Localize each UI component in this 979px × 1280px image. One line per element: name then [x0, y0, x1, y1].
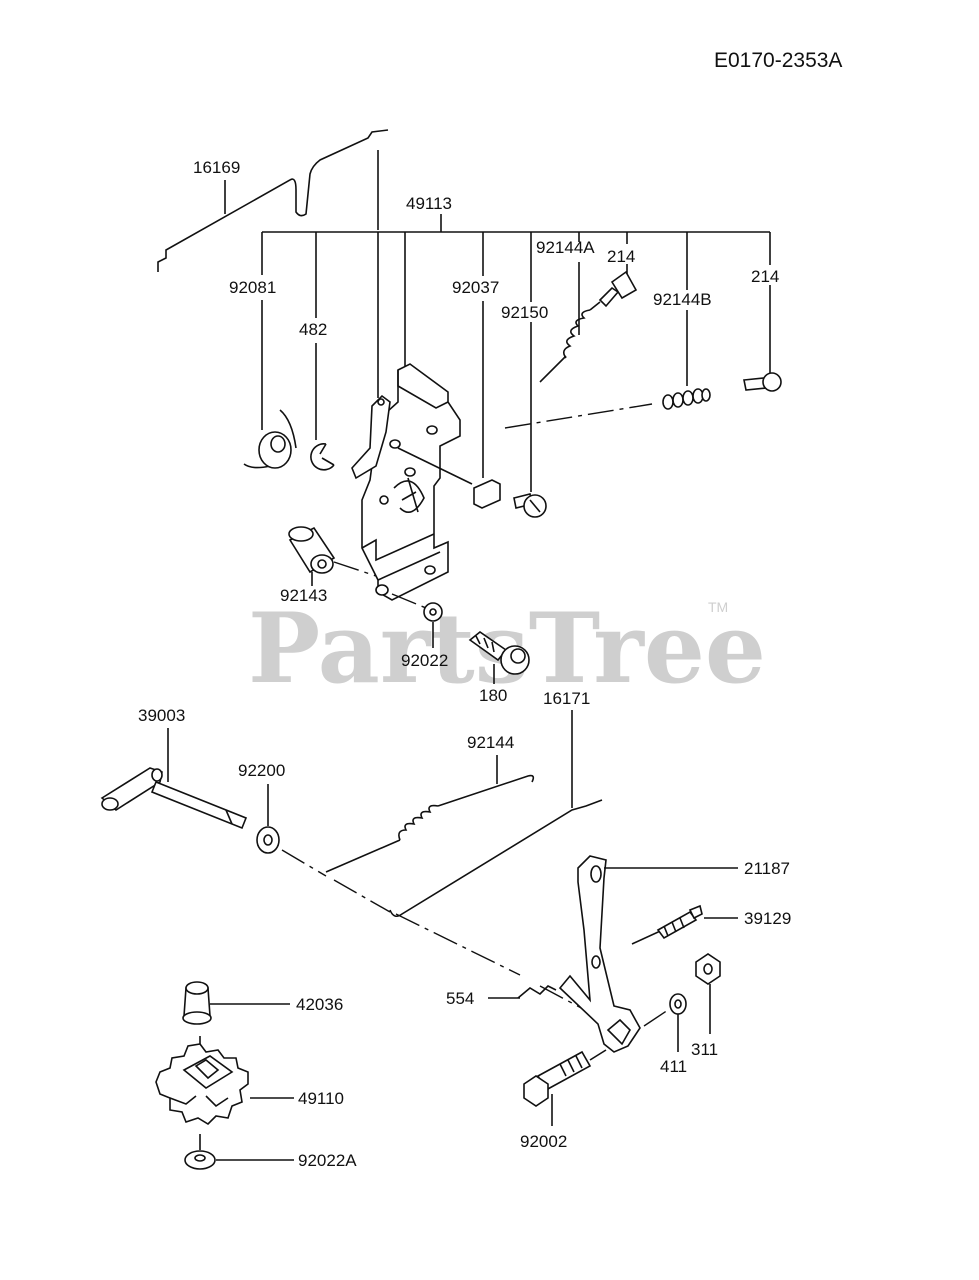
label-482: 482: [299, 320, 327, 339]
label-49113: 49113: [406, 194, 452, 213]
label-16171: 16171: [543, 689, 590, 708]
shaft-39003: [100, 767, 248, 830]
watermark-trademark: TM: [708, 599, 728, 615]
label-39003: 39003: [138, 706, 185, 725]
label-39129: 39129: [744, 909, 791, 928]
screw-214-right: [743, 372, 782, 392]
axis-lower-1: [281, 849, 327, 877]
washer-92022: [391, 593, 443, 622]
label-16169: 16169: [193, 158, 240, 177]
label-92081: 92081: [229, 278, 276, 297]
clip-482: [310, 443, 335, 471]
label-311: 311: [691, 1040, 718, 1059]
label-21187: 21187: [744, 859, 790, 878]
nut-311: [695, 953, 721, 985]
label-411: 411: [660, 1057, 687, 1076]
screw-214-top: [598, 270, 638, 308]
label-92022: 92022: [401, 651, 448, 670]
label-214b: 214: [751, 267, 779, 286]
label-180: 180: [479, 686, 507, 705]
bushing-92143: [288, 526, 377, 577]
spring-92144A: [539, 301, 601, 383]
spring-92144: [325, 774, 535, 873]
bolt-92002: [523, 1049, 607, 1107]
label-92150: 92150: [501, 303, 548, 322]
label-92143: 92143: [280, 586, 327, 605]
bolt-180: [468, 631, 530, 675]
bolt-92150: [513, 493, 547, 518]
washer-92022A: [184, 1134, 216, 1170]
washer-92200: [256, 826, 280, 854]
control-bracket: [351, 363, 473, 601]
gear-49110: [155, 1036, 249, 1126]
label-49110: 49110: [298, 1089, 344, 1108]
cap-42036: [182, 981, 212, 1025]
label-92200: 92200: [238, 761, 285, 780]
label-92037: 92037: [452, 278, 499, 297]
lever-21187: [558, 855, 641, 1053]
link-554: [517, 985, 557, 999]
label-42036: 42036: [296, 995, 343, 1014]
label-92144: 92144: [467, 733, 514, 752]
axis-lower-2: [333, 879, 521, 976]
label-92144B: 92144B: [653, 290, 712, 309]
rod-16169: [157, 129, 389, 272]
collar-92081: [243, 409, 297, 469]
plate-92037: [473, 479, 501, 509]
pin-39129: [631, 904, 703, 945]
label-92002: 92002: [520, 1132, 567, 1151]
rod-16171: [389, 799, 603, 918]
label-92022A: 92022A: [298, 1151, 357, 1170]
washer-411: [643, 993, 687, 1027]
label-92144A: 92144A: [536, 238, 595, 257]
spring-92144B: [504, 388, 711, 429]
label-214a: 214: [607, 247, 635, 266]
label-554: 554: [446, 989, 474, 1008]
diagram-code: E0170-2353A: [714, 49, 842, 72]
